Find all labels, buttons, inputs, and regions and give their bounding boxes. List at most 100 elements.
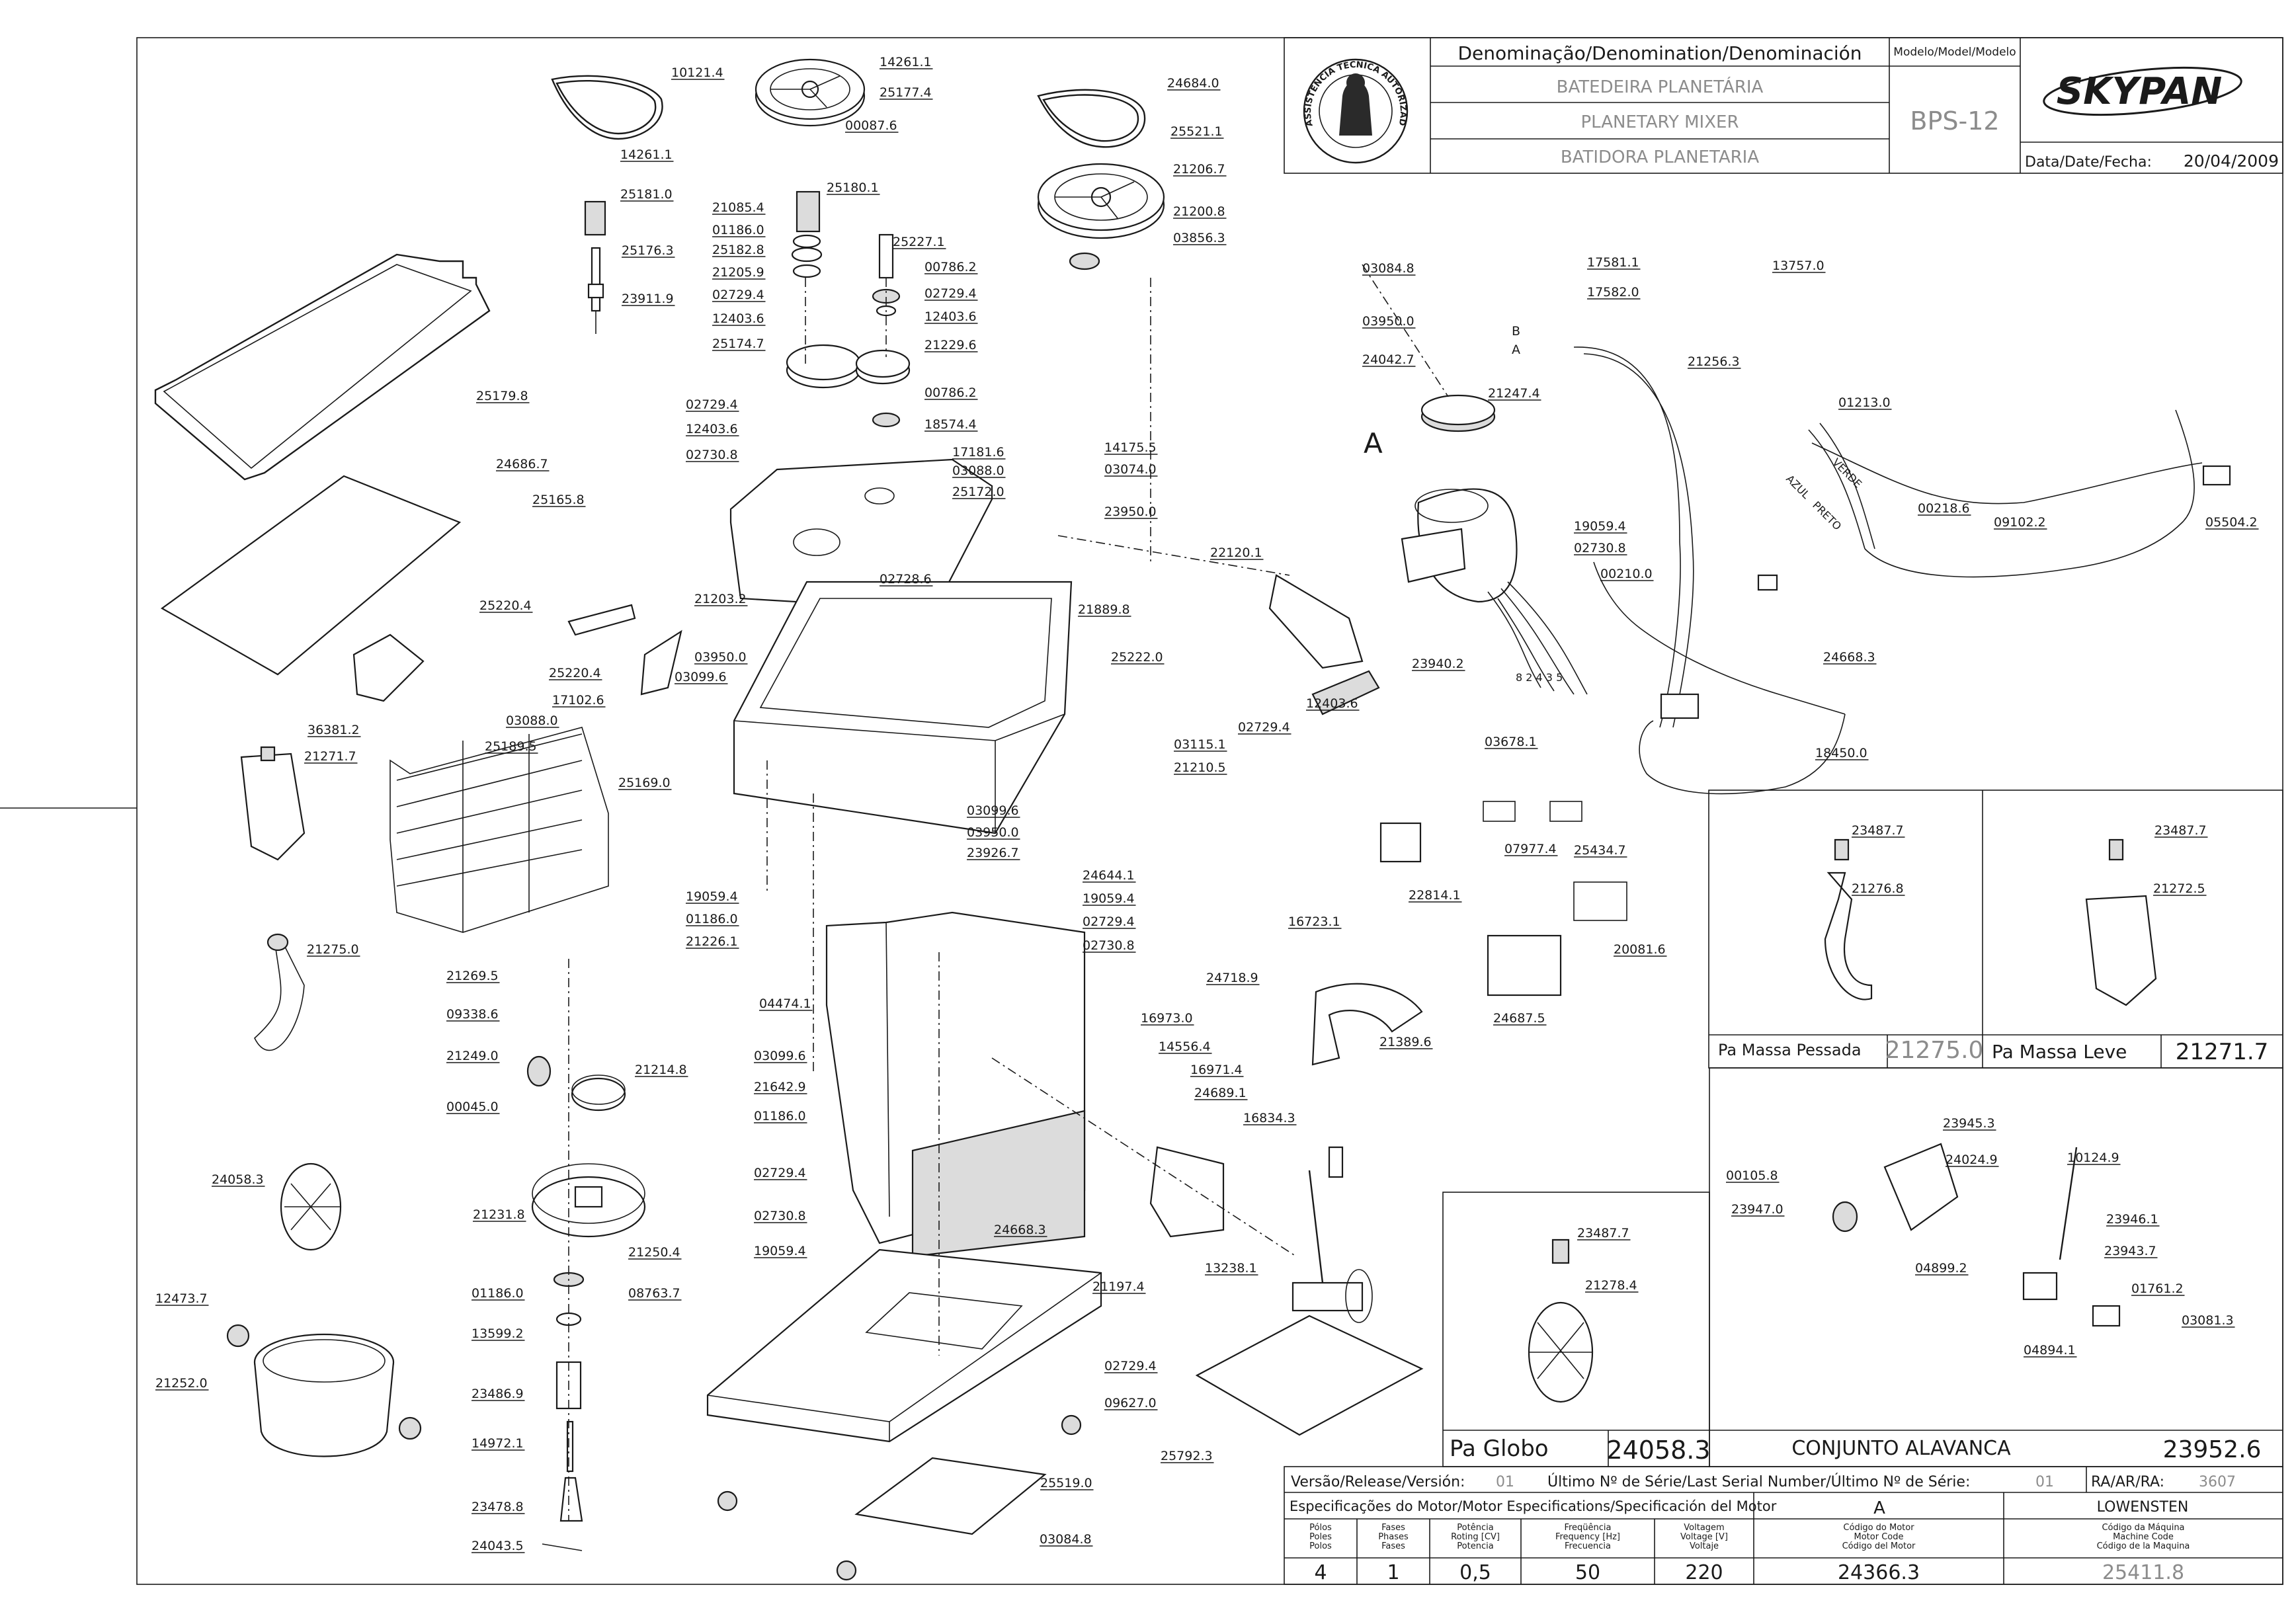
part-callout: 25169.0 (618, 776, 671, 790)
part-callout: 10121.4 (671, 65, 723, 80)
inset-part-callout: 23945.3 (1943, 1116, 1995, 1131)
part-callout: 21275.0 (307, 942, 359, 957)
inset-part-callout: 10124.9 (2067, 1151, 2119, 1165)
part-callout: 18450.0 (1815, 746, 1867, 760)
model-header: Modelo/Model/Modelo (1893, 46, 2016, 59)
part-callout: 14972.1 (472, 1436, 524, 1451)
part-callout: 16723.1 (1288, 914, 1340, 929)
part-callout: 12403.6 (712, 311, 764, 326)
part-callout: 24684.0 (1167, 76, 1219, 91)
part-callout: 13599.2 (472, 1326, 524, 1341)
part-callout: 12473.7 (155, 1291, 208, 1306)
part-callout: 00218.6 (1918, 501, 1970, 516)
part-callout: 14556.4 (1159, 1039, 1211, 1054)
part-callout: 01186.0 (686, 912, 738, 926)
part-callout: 13238.1 (1205, 1261, 1257, 1276)
part-callout: 03099.6 (675, 670, 727, 684)
drawing-border (136, 37, 2283, 1585)
spec-col-header: Frecuencia (1565, 1541, 1611, 1551)
inset-part-callout: 21276.8 (1852, 881, 1904, 896)
part-callout: 24042.7 (1362, 352, 1414, 367)
part-callout: 21206.7 (1173, 162, 1225, 177)
part-callout: 02730.8 (1574, 541, 1626, 555)
inset-part-callout: 24024.9 (1946, 1153, 1998, 1167)
part-callout: 03084.8 (1040, 1532, 1092, 1547)
serial-label: Último Nº de Série/Last Serial Number/Úl… (1547, 1473, 1970, 1490)
inset-part-callout: 03081.3 (2182, 1313, 2234, 1328)
part-callout: 02729.4 (754, 1166, 806, 1180)
version-value: 01 (1496, 1474, 1514, 1490)
date-label: Data/Date/Fecha: (2025, 154, 2152, 171)
inset-pa-massa-leve-code: 21271.7 (2176, 1039, 2269, 1065)
part-callout: 02730.8 (1083, 938, 1135, 953)
part-callout: 04474.1 (759, 996, 811, 1011)
inset-conjunto-alavanca-title: CONJUNTO ALAVANCA (1791, 1437, 2011, 1460)
part-callout: 03084.8 (1362, 261, 1414, 276)
manufacturer: LOWENSTEN (2097, 1499, 2189, 1516)
part-callout: 20081.6 (1614, 942, 1666, 957)
denomination-header: Denominação/Denomination/Denominación (1457, 42, 1862, 64)
part-callout: 17581.1 (1587, 255, 1639, 270)
part-callout: 21226.1 (686, 934, 738, 949)
part-callout: 14175.5 (1104, 440, 1157, 455)
spec-col-header: Poles (1309, 1532, 1332, 1542)
part-callout: 25180.1 (827, 181, 879, 195)
terminal-a-marker: A (1512, 343, 1520, 357)
terminal-b-marker: B (1512, 324, 1520, 339)
inset-part-callout: 23487.7 (2154, 823, 2207, 838)
wire-preto-label: PRETO (1810, 499, 1844, 532)
part-callout: 00786.2 (924, 260, 977, 274)
spec-col-header: Voltaje (1690, 1541, 1719, 1551)
inset-part-callout: 21272.5 (2153, 881, 2205, 896)
part-callout: 24686.7 (496, 457, 548, 471)
part-callout: 09338.6 (446, 1007, 499, 1022)
part-callout: 25177.4 (880, 85, 932, 100)
part-callout: 14261.1 (620, 147, 673, 162)
spec-columns: PólosPolesPolos4FasesPhasesFases1Potênci… (1309, 1523, 2190, 1584)
motor-a-marker: A (1364, 427, 1383, 460)
inset-pa-globo-code: 24058.3 (1606, 1436, 1710, 1465)
spec-col-header: Fases (1381, 1541, 1405, 1551)
spec-col-header: Frequency [Hz] (1555, 1532, 1620, 1542)
part-callout: 17582.0 (1587, 285, 1639, 300)
spec-col-header: Código do Motor (1843, 1523, 1914, 1533)
part-callout: 24668.3 (994, 1223, 1046, 1237)
part-callout: 03088.0 (952, 464, 1004, 478)
part-callout: 21889.8 (1078, 602, 1130, 617)
part-callout: 12403.6 (686, 422, 738, 436)
ra-label: RA/AR/RA: (2091, 1474, 2164, 1490)
part-callout: 13757.0 (1772, 259, 1824, 273)
brand-logo-text: SKYPAN (2057, 70, 2222, 113)
spec-col-header: Phases (1378, 1532, 1409, 1542)
part-callout: 12403.6 (1306, 696, 1358, 711)
spec-col-header: Voltagem (1684, 1523, 1724, 1533)
part-callout: 24718.9 (1206, 971, 1258, 985)
part-callout: 19059.4 (1574, 519, 1626, 534)
part-callout: 19059.4 (1083, 891, 1135, 906)
part-callout: 21256.3 (1688, 354, 1740, 369)
part-callout: 05504.2 (2205, 515, 2258, 530)
part-callout: 21271.7 (304, 749, 356, 764)
machine-name-pt: BATEDEIRA PLANETÁRIA (1557, 76, 1764, 97)
part-callout: 00087.6 (845, 118, 897, 133)
seal-text: ASSISTÊNCIA TÉCNICA AUTORIZADA (0, 0, 1408, 128)
machine-name-es: BATIDORA PLANETARIA (1561, 147, 1760, 167)
part-callout: 25792.3 (1161, 1449, 1213, 1463)
part-callout: 23478.8 (472, 1500, 524, 1514)
part-callout: 03856.3 (1173, 231, 1225, 245)
part-callout: 03088.0 (506, 713, 558, 728)
part-callout: 21205.9 (712, 265, 764, 280)
part-callout: 21203.2 (694, 592, 747, 606)
part-callout: 25182.8 (712, 243, 764, 257)
serial-value: 01 (2035, 1474, 2054, 1490)
part-callout: 02730.8 (686, 448, 738, 462)
inset-part-callout: 00105.8 (1726, 1168, 1778, 1183)
part-callout: 16973.0 (1141, 1011, 1193, 1026)
spec-col-header: Pólos (1309, 1523, 1332, 1533)
inset-part-callout: 21278.4 (1585, 1278, 1637, 1293)
date-value: 20/04/2009 (2184, 151, 2279, 171)
spec-col-header: Potência (1457, 1523, 1493, 1533)
part-callout: 01186.0 (472, 1286, 524, 1301)
part-callout: 21197.4 (1092, 1279, 1145, 1294)
